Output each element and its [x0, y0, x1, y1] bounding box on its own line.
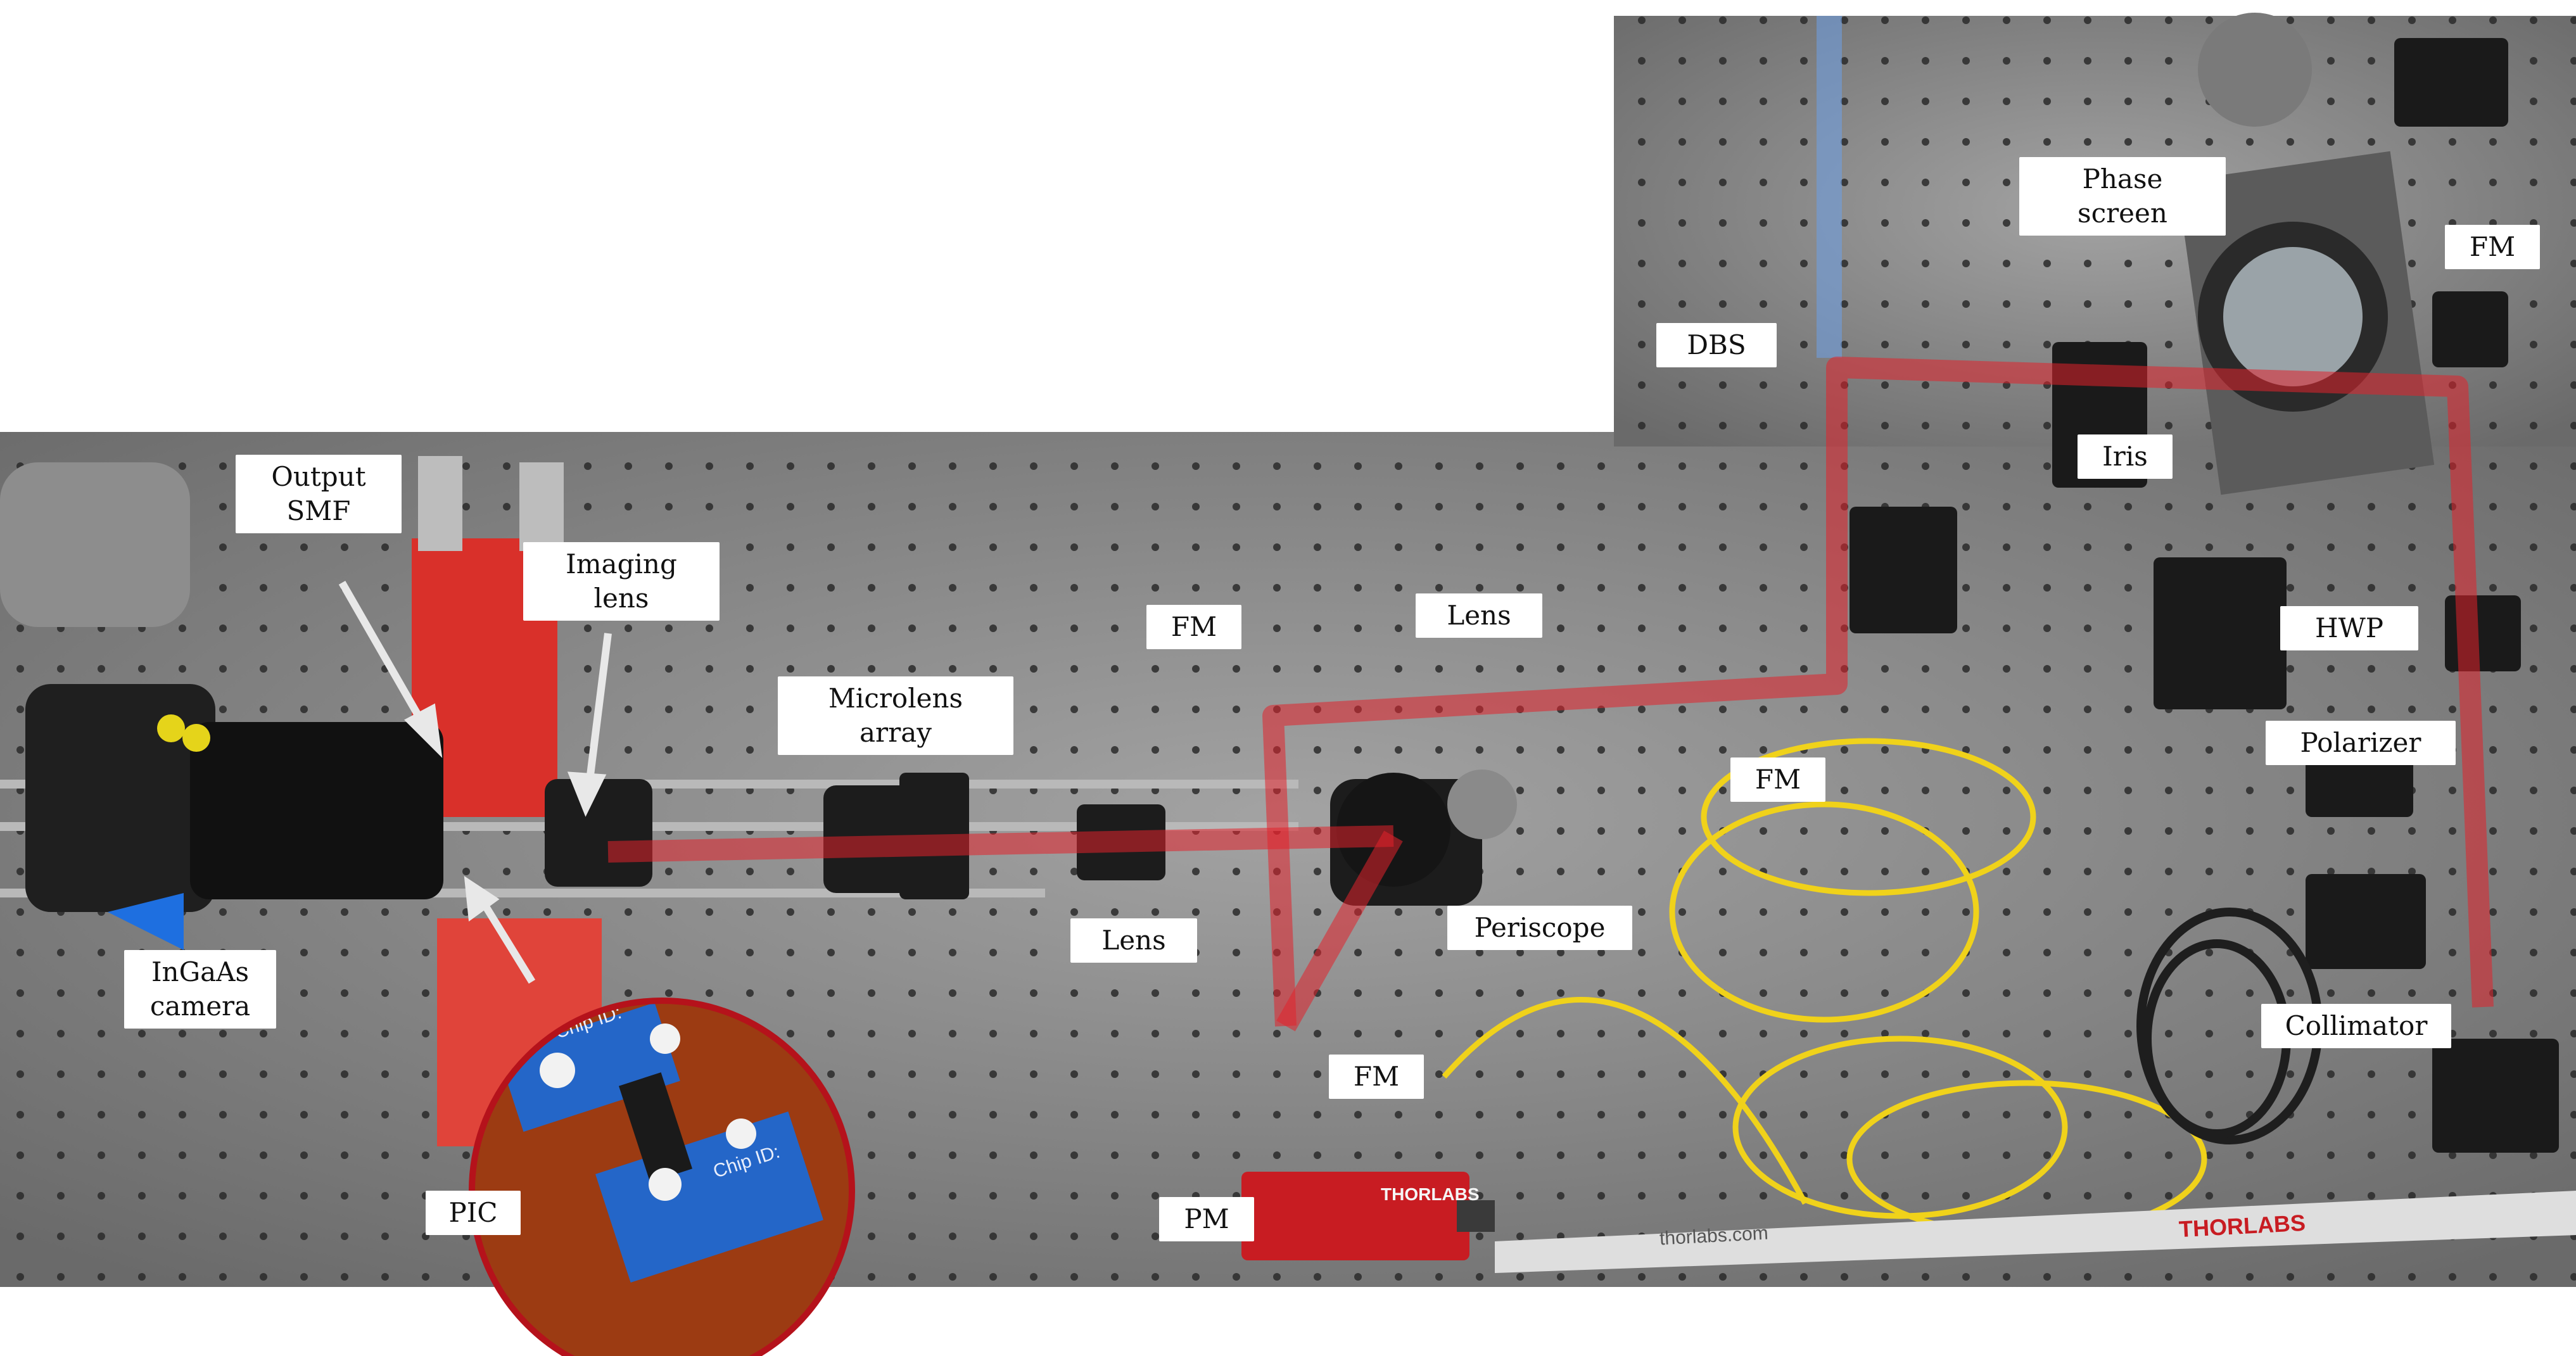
label-fm-top-left: FM [1146, 605, 1241, 649]
fiber-coils [1442, 738, 2207, 1238]
arrow-icon [585, 633, 612, 786]
label-periscope: Periscope [1447, 906, 1632, 950]
label-ingaas-camera: InGaAs camera [124, 950, 276, 1029]
power-meter-brand-text: THORLABS [1381, 1184, 1480, 1204]
label-iris: Iris [2078, 434, 2173, 479]
callout-arrows [338, 581, 612, 984]
phase-screen-mount [2176, 13, 2435, 495]
label-microlens-array: Microlens array [778, 676, 1013, 755]
label-pic: PIC [426, 1191, 521, 1235]
thorlabs-ruler [1495, 1191, 2576, 1273]
label-fm-top-right: FM [2445, 225, 2540, 269]
camera-body [0, 462, 443, 950]
label-pm: PM [1159, 1197, 1254, 1241]
power-meter [1241, 1172, 1495, 1260]
label-imaging-lens: Imaging lens [523, 542, 720, 621]
red-translation-stage [412, 456, 602, 1146]
label-phase-screen: Phase screen [2019, 157, 2226, 236]
label-dbs: DBS [1656, 323, 1777, 367]
label-output-smf: Output SMF [236, 455, 402, 533]
arrow-icon [478, 897, 536, 984]
label-hwp: HWP [2280, 606, 2418, 650]
blue-beam [1817, 16, 1842, 358]
label-fm-center: FM [1730, 757, 1825, 802]
pic-inset: Chip ID: Chip ID: [469, 998, 855, 1356]
red-beam-path [607, 357, 2494, 1032]
periscope [1336, 770, 1517, 887]
label-polarizer: Polarizer [2266, 721, 2456, 765]
label-lens-bottom: Lens [1070, 918, 1197, 963]
label-lens-top: Lens [1416, 593, 1542, 638]
label-collimator: Collimator [2261, 1004, 2451, 1048]
arrow-icon [338, 581, 429, 730]
label-fm-bottom: FM [1329, 1055, 1424, 1099]
